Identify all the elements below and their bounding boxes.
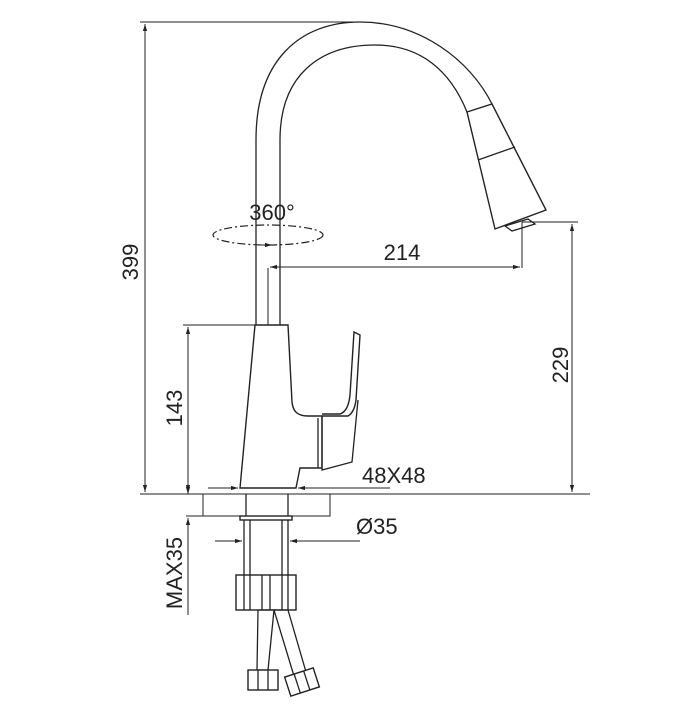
- mounting-shank: [235, 520, 297, 611]
- dim-total-height: 399: [118, 21, 590, 495]
- faucet-spout: [255, 21, 493, 325]
- dim-360-label: 360°: [249, 200, 295, 225]
- dim-spout-reach: 214: [267, 222, 523, 325]
- dim-max35-label: MAX35: [162, 537, 187, 609]
- dim-399-label: 399: [118, 244, 143, 281]
- pull-down-spray-head: [466, 103, 547, 232]
- dim-spout-height: 229: [522, 221, 578, 492]
- dim-214-label: 214: [384, 240, 421, 265]
- supply-hoses: [247, 609, 321, 698]
- dim-base-size: 48X48: [208, 463, 426, 491]
- dim-shank-diameter: Ø35: [215, 514, 398, 544]
- dim-max-deck-thickness: MAX35: [162, 480, 205, 615]
- deck-section: [202, 493, 331, 521]
- dim-35-label: Ø35: [356, 514, 398, 539]
- dim-rotation: 360°: [212, 200, 324, 248]
- dim-48x48-label: 48X48: [362, 463, 426, 488]
- dim-body-height: 143: [162, 324, 256, 492]
- faucet-body: [239, 324, 361, 489]
- dim-143-label: 143: [162, 390, 187, 427]
- dim-229-label: 229: [548, 347, 573, 384]
